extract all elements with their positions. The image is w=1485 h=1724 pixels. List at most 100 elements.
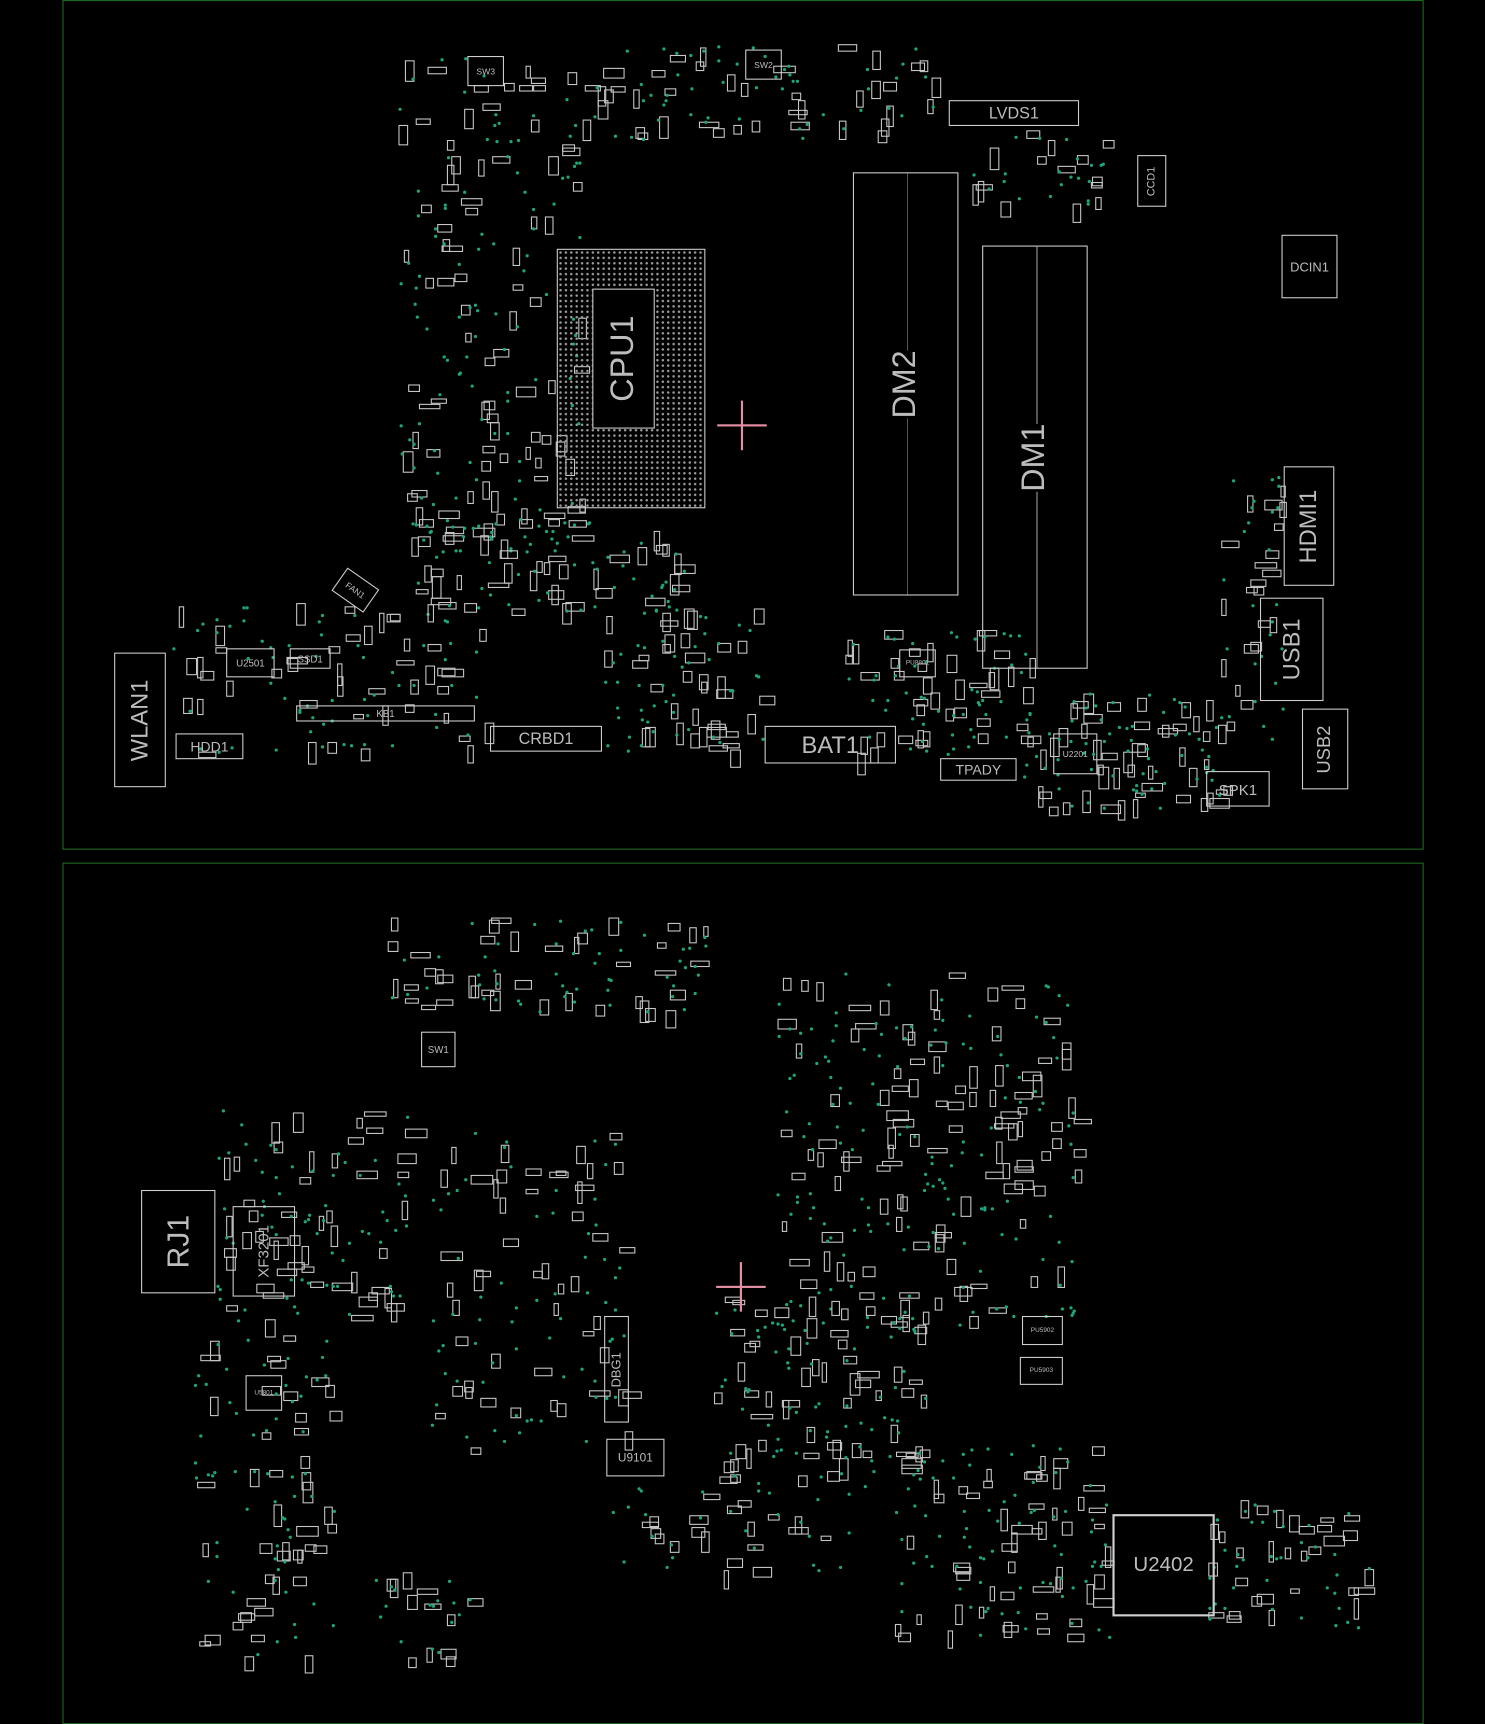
camera-connector[interactable]: CCD1 bbox=[1137, 155, 1167, 207]
via bbox=[417, 581, 421, 585]
via bbox=[1103, 740, 1107, 744]
via bbox=[729, 688, 733, 692]
via bbox=[1104, 1502, 1109, 1507]
via bbox=[921, 723, 926, 727]
smd-pad bbox=[778, 1018, 797, 1030]
pu5903-chip[interactable]: PU5903 bbox=[1019, 1356, 1063, 1385]
touchpad-connector[interactable]: TPADY bbox=[940, 758, 1017, 781]
via bbox=[795, 1195, 799, 1199]
via bbox=[1000, 1233, 1004, 1237]
wlan-connector[interactable]: WLAN1 bbox=[114, 652, 166, 788]
battery-connector[interactable]: BAT1 bbox=[764, 725, 896, 764]
via bbox=[312, 1602, 316, 1606]
u2201-chip[interactable]: U2201 bbox=[1053, 733, 1098, 775]
sw2-switch[interactable]: SW2 bbox=[745, 49, 782, 80]
smd-pad bbox=[290, 1235, 301, 1246]
u2402-chip[interactable]: U2402 bbox=[1112, 1514, 1215, 1617]
via bbox=[278, 1191, 282, 1195]
via bbox=[311, 715, 315, 719]
hdmi-connector[interactable]: HDMI1 bbox=[1283, 466, 1335, 586]
usb2-connector[interactable]: USB2 bbox=[1301, 708, 1349, 790]
smd-pad bbox=[662, 612, 671, 633]
card-reader-connector[interactable]: CRBD1 bbox=[489, 725, 602, 752]
sw3-switch[interactable]: SW3 bbox=[467, 55, 504, 87]
u9101-chip[interactable]: U9101 bbox=[606, 1438, 665, 1477]
via bbox=[776, 1437, 780, 1441]
smd-pad bbox=[1240, 1499, 1250, 1519]
smd-pad bbox=[1137, 698, 1147, 713]
via bbox=[912, 1327, 916, 1331]
via bbox=[1130, 739, 1134, 743]
via bbox=[924, 1172, 928, 1176]
pu8801-chip[interactable]: PU8801 bbox=[899, 649, 936, 678]
smd-pad bbox=[440, 1250, 464, 1261]
via bbox=[443, 618, 447, 623]
smd-pad bbox=[1250, 579, 1267, 587]
dimm1-slot[interactable]: DM1 bbox=[982, 245, 1088, 669]
via bbox=[442, 355, 446, 359]
smd-pad bbox=[888, 1144, 894, 1160]
keyboard-connector[interactable]: KB1 bbox=[296, 705, 475, 722]
u2501-chip[interactable]: U2501 bbox=[226, 648, 275, 678]
via bbox=[595, 85, 599, 89]
smd-pad bbox=[344, 605, 355, 615]
via bbox=[1005, 1199, 1010, 1204]
speaker-connector[interactable]: SPK1 bbox=[1206, 771, 1270, 807]
ssd-connector[interactable]: SSD1 bbox=[289, 648, 331, 669]
lvds-connector[interactable]: LVDS1 bbox=[948, 100, 1080, 126]
via bbox=[458, 262, 462, 267]
via bbox=[1148, 693, 1152, 697]
smd-pad bbox=[719, 1476, 738, 1484]
via bbox=[352, 613, 357, 617]
smd-pad bbox=[571, 1275, 579, 1293]
pu5902-chip[interactable]: PU5902 bbox=[1021, 1315, 1063, 1346]
u5801-chip[interactable]: U5801 bbox=[245, 1375, 283, 1411]
via bbox=[536, 524, 541, 528]
smd-pad bbox=[669, 1541, 681, 1554]
via bbox=[799, 1303, 803, 1308]
via bbox=[441, 550, 445, 554]
via bbox=[729, 1332, 733, 1336]
via bbox=[378, 1615, 382, 1619]
via bbox=[812, 1563, 816, 1567]
via bbox=[848, 1102, 852, 1106]
smd-pad bbox=[233, 1156, 241, 1172]
smd-pad bbox=[480, 1397, 497, 1408]
smd-pad bbox=[519, 84, 533, 92]
via bbox=[553, 1292, 558, 1296]
smd-pad bbox=[690, 733, 700, 749]
usb1-connector[interactable]: USB1 bbox=[1259, 597, 1324, 702]
sw1-switch[interactable]: SW1 bbox=[421, 1031, 456, 1068]
smd-pad bbox=[1206, 699, 1214, 722]
smd-pad bbox=[273, 1240, 280, 1261]
smd-pad bbox=[671, 703, 679, 720]
smd-pad bbox=[891, 1085, 910, 1092]
via bbox=[1277, 485, 1281, 489]
via bbox=[1070, 1175, 1075, 1180]
via bbox=[602, 1257, 606, 1261]
via bbox=[425, 986, 430, 990]
via bbox=[494, 312, 498, 316]
via bbox=[565, 609, 569, 613]
via bbox=[613, 1142, 617, 1146]
via bbox=[246, 657, 250, 661]
rj45-connector[interactable]: RJ1 bbox=[141, 1189, 216, 1294]
via bbox=[643, 1512, 647, 1517]
via bbox=[791, 1319, 796, 1323]
via bbox=[538, 1009, 543, 1014]
dc-in-connector[interactable]: DCIN1 bbox=[1281, 234, 1338, 299]
via bbox=[964, 1526, 968, 1530]
cpu-component[interactable]: CPU1 bbox=[556, 248, 706, 509]
hdd-connector[interactable]: HDD1 bbox=[175, 733, 244, 760]
via bbox=[1038, 136, 1042, 140]
smd-pad bbox=[946, 1259, 957, 1275]
debug-connector[interactable]: DBG1 bbox=[604, 1315, 629, 1423]
smd-pad bbox=[730, 749, 742, 768]
via bbox=[895, 1064, 899, 1068]
via bbox=[285, 1296, 289, 1301]
transformer-component[interactable]: XF3201 bbox=[232, 1206, 296, 1297]
smd-pad bbox=[1039, 1455, 1046, 1471]
dimm2-slot[interactable]: DM2 bbox=[852, 172, 959, 596]
smd-pad bbox=[525, 446, 531, 460]
